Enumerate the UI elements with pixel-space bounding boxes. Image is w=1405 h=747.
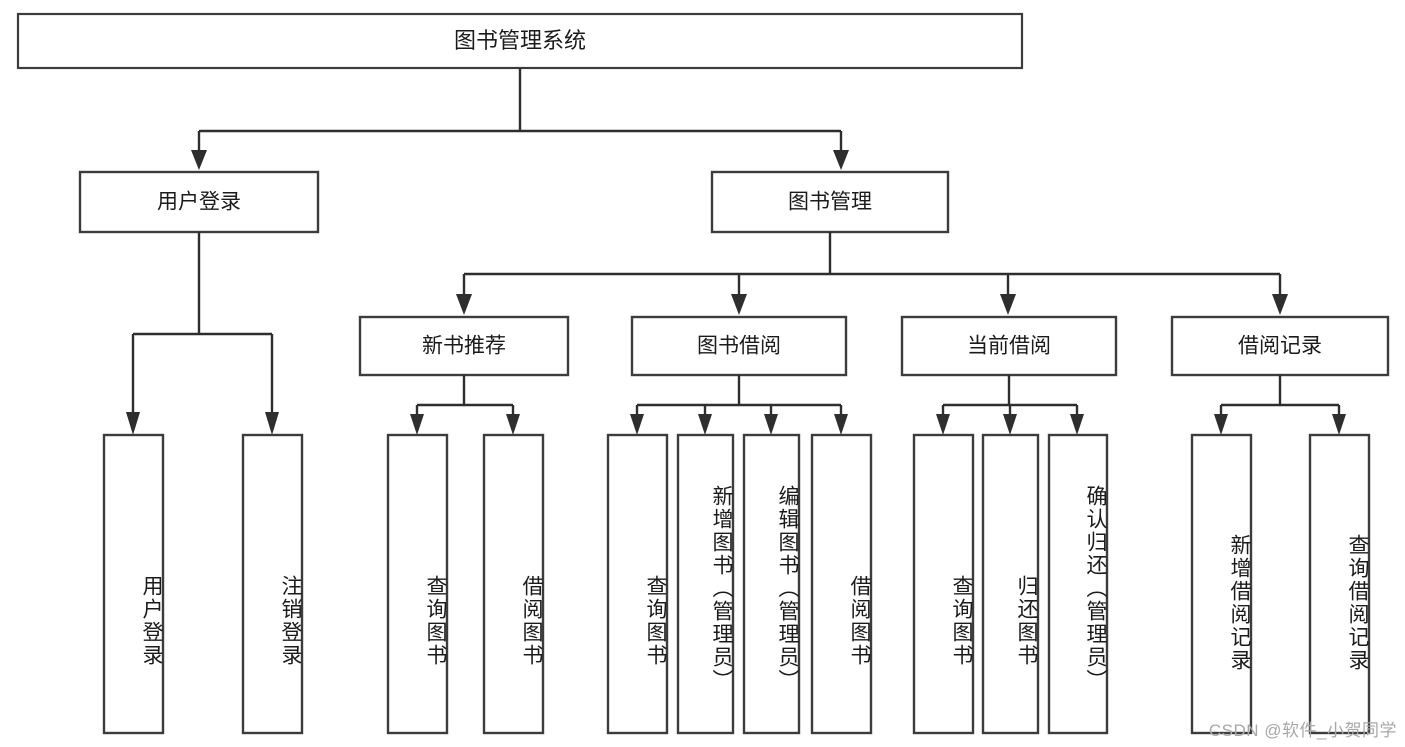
node-leaf-query-record-box[interactable]: [1308, 433, 1371, 735]
node-leaf-edit-book-box[interactable]: [742, 433, 801, 735]
node-book-borrow-box[interactable]: [630, 315, 848, 377]
node-leaf-logout-login-box[interactable]: [241, 433, 304, 735]
node-new-book-recommend-box[interactable]: [358, 315, 570, 377]
connector-bookmgmt-to-level3: [456, 232, 1288, 315]
node-book-management[interactable]: 图书管理: [710, 170, 950, 234]
node-leaf-query-book-3-box[interactable]: [912, 433, 975, 735]
node-current-borrow[interactable]: 当前借阅: [900, 315, 1118, 377]
node-leaf-borrow-book-1-box[interactable]: [482, 433, 545, 735]
connector-root-to-level2: [191, 68, 849, 170]
arrowhead-borrow-record: [1272, 294, 1288, 315]
node-borrow-record[interactable]: 借阅记录: [1170, 315, 1390, 377]
connector-newbook-to-leaves: [410, 375, 520, 435]
watermark-text: CSDN @软件_小贺同学: [1208, 721, 1397, 740]
node-leaf-confirm-return-box[interactable]: [1047, 433, 1109, 735]
connector-currentborrow-to-leaves: [936, 375, 1084, 435]
node-new-book-recommend[interactable]: 新书推荐: [358, 315, 570, 377]
node-user-login[interactable]: 用户登录: [78, 170, 320, 234]
arrowhead-leaf-query-record: [1332, 414, 1346, 435]
node-leaf-add-record-box[interactable]: [1190, 433, 1253, 735]
arrowhead-leaf-confirm-return: [1070, 414, 1084, 435]
arrowhead-leaf-return-book: [1003, 414, 1017, 435]
node-borrow-record-box[interactable]: [1170, 315, 1390, 377]
node-leaf-query-book-1-box[interactable]: [386, 433, 449, 735]
connector-borrowrecord-to-leaves: [1214, 375, 1346, 435]
node-user-login-label: 用户登录: [157, 191, 241, 214]
node-borrow-record-label: 借阅记录: [1238, 335, 1322, 358]
node-leaf-borrow-book-2-box[interactable]: [810, 433, 873, 735]
arrowhead-user-login: [191, 150, 207, 170]
arrowhead-leaf-borrow-book-1: [506, 414, 520, 435]
arrowhead-new-book-recommend: [456, 294, 472, 315]
arrowhead-current-borrow: [1000, 294, 1016, 315]
arrowhead-leaf-query-book-3: [936, 414, 950, 435]
arrowhead-leaf-edit-book: [764, 414, 778, 435]
arrowhead-leaf-query-book-1: [410, 414, 424, 435]
arrowhead-leaf-user-login: [126, 412, 140, 435]
connector-user-login-to-leaves: [126, 232, 279, 435]
node-leaf-add-book-box[interactable]: [676, 433, 735, 735]
node-book-borrow-label: 图书借阅: [697, 335, 781, 358]
arrowhead-leaf-add-record: [1214, 414, 1228, 435]
node-leaf-query-book-2-box[interactable]: [606, 433, 669, 735]
node-current-borrow-box[interactable]: [900, 315, 1118, 377]
arrowhead-leaf-logout-login: [265, 412, 279, 435]
arrowhead-leaf-borrow-book-2: [834, 414, 848, 435]
node-leaf-return-book-box[interactable]: [981, 433, 1040, 735]
arrowhead-book-borrow: [731, 294, 747, 315]
node-root-box[interactable]: [16, 12, 1024, 70]
arrowhead-leaf-add-book: [698, 414, 712, 435]
node-new-book-recommend-label: 新书推荐: [422, 335, 506, 358]
node-book-management-box[interactable]: [710, 170, 950, 234]
connector-bookborrow-to-leaves: [630, 375, 848, 435]
node-book-borrow[interactable]: 图书借阅: [630, 315, 848, 377]
node-root-label: 图书管理系统: [454, 28, 586, 53]
arrowhead-leaf-query-book-2: [630, 414, 644, 435]
node-current-borrow-label: 当前借阅: [967, 335, 1051, 358]
node-root[interactable]: 图书管理系统: [16, 12, 1024, 70]
arrowhead-book-management: [833, 150, 849, 170]
node-book-management-label: 图书管理: [788, 191, 872, 214]
node-leaf-user-login-box[interactable]: [102, 433, 165, 735]
